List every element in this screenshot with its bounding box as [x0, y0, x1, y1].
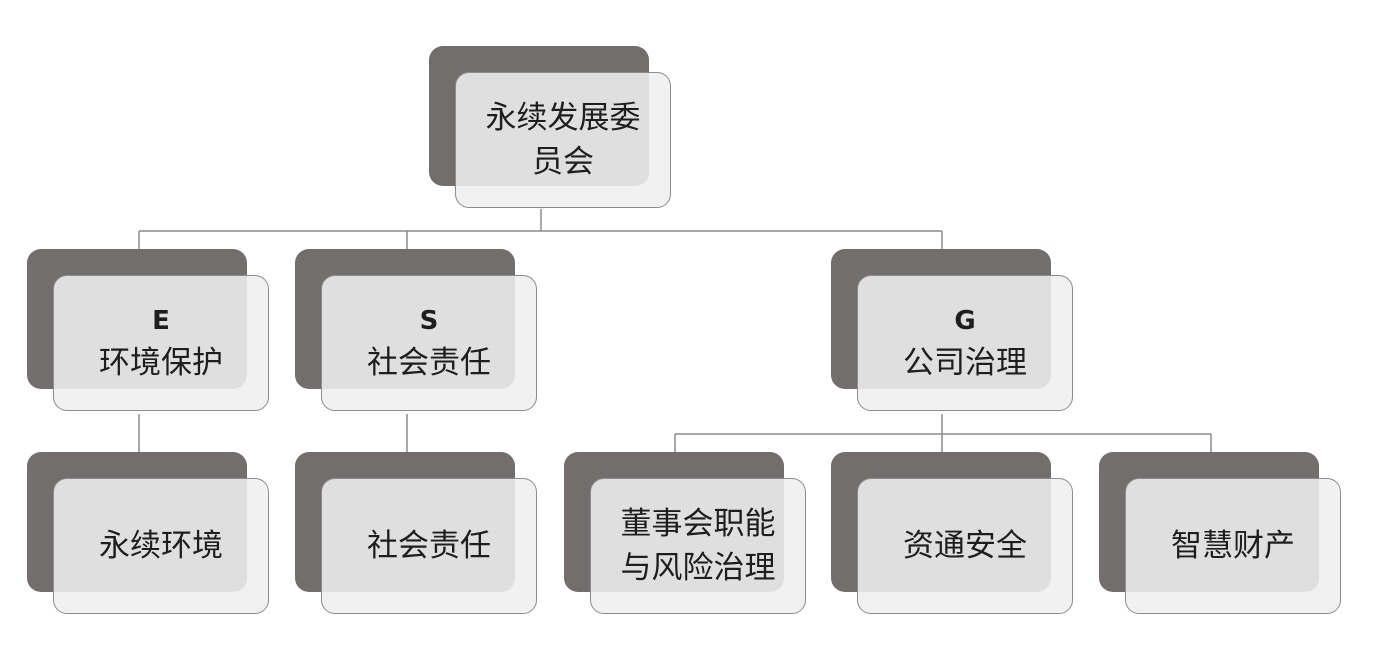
node-s-child: 社会责任 — [295, 452, 541, 620]
node-e: E 环境保护 — [27, 249, 273, 417]
node-ip: 智慧财产 — [1099, 452, 1345, 620]
s-label: 社会责任 — [367, 345, 491, 381]
ip-label: 智慧财产 — [1171, 528, 1295, 564]
e-child-label: 永续环境 — [99, 528, 223, 564]
root-label: 永续发展委员会 — [485, 100, 641, 180]
board-risk-label: 董事会职能与风险治理 — [620, 506, 776, 586]
node-card: 智慧财产 — [1125, 478, 1341, 614]
node-card: 资通安全 — [857, 478, 1073, 614]
node-card: 永续环境 — [53, 478, 269, 614]
node-card: 董事会职能与风险治理 — [590, 478, 806, 614]
infosec-label: 资通安全 — [903, 528, 1027, 564]
g-letter: G — [954, 306, 976, 336]
s-letter: S — [419, 306, 439, 336]
node-card: 永续发展委员会 — [455, 72, 671, 208]
node-card: G 公司治理 — [857, 275, 1073, 411]
node-root: 永续发展委员会 — [429, 46, 675, 214]
node-e-child: 永续环境 — [27, 452, 273, 620]
e-label: 环境保护 — [99, 345, 223, 381]
g-label: 公司治理 — [903, 345, 1027, 381]
node-infosec: 资通安全 — [831, 452, 1077, 620]
node-s: S 社会责任 — [295, 249, 541, 417]
node-card: S 社会责任 — [321, 275, 537, 411]
s-child-label: 社会责任 — [367, 528, 491, 564]
node-card: 社会责任 — [321, 478, 537, 614]
node-g: G 公司治理 — [831, 249, 1077, 417]
node-board-risk: 董事会职能与风险治理 — [564, 452, 810, 620]
e-letter: E — [152, 306, 170, 336]
node-card: E 环境保护 — [53, 275, 269, 411]
